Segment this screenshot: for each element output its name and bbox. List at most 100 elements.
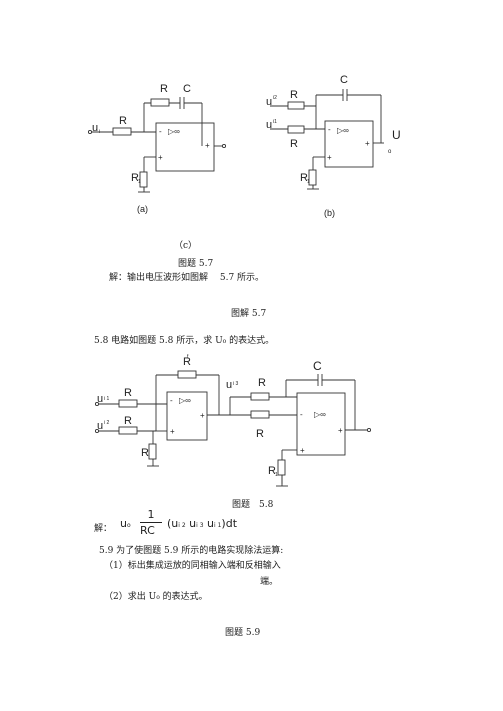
circuit-b-resistor-ground xyxy=(308,169,317,186)
circuit-b-label-u-out-sub: o xyxy=(388,149,392,155)
circuit-b-plus-out: + xyxy=(365,139,370,148)
circuit-58-output xyxy=(366,427,372,433)
circuit-a-caption: (a) xyxy=(137,204,148,214)
circuit-58-label-rf: R xyxy=(183,356,191,368)
solution-fraction-bar xyxy=(140,522,162,523)
circuit-58-plus-2: + xyxy=(300,446,305,455)
solution-denominator: RC xyxy=(140,524,155,537)
circuit-58-label-u2: u xyxy=(97,420,103,432)
fig-title-57: 图题 5.7 xyxy=(178,259,214,269)
circuit-b-label-u2: u xyxy=(266,96,272,108)
circuit-b-resistor-top xyxy=(287,101,305,110)
solution-expr-mid1: u xyxy=(185,517,197,530)
circuit-b-plus: + xyxy=(327,153,332,162)
circuit-58-capacitor xyxy=(317,374,323,386)
circuit-b-opamp-symbol: ▷∞ xyxy=(337,126,349,135)
solution-u: uo xyxy=(120,517,131,530)
circuit-b-minus: - xyxy=(328,125,331,134)
circuit-b-label-u-out: U xyxy=(392,128,401,142)
circuit-58-label-u1: u xyxy=(97,393,103,405)
circuit-58-label-r6: R xyxy=(268,465,276,477)
circuit-b-caption: (b) xyxy=(324,208,335,218)
circuit-58-minus-2: - xyxy=(300,410,303,419)
circuit-a-output-terminal xyxy=(221,143,227,149)
fig-title-58: 图题 5.8 xyxy=(232,500,274,510)
circuit-58-resistor-3 xyxy=(250,392,270,401)
circuit-a-wires xyxy=(92,102,222,193)
circuit-b-label-r-top: R xyxy=(290,89,298,101)
solution-u-letter: u xyxy=(120,517,127,530)
circuit-a-label-u-in: u xyxy=(92,122,98,134)
problem-59-part2-sub: o xyxy=(156,594,160,601)
circuit-a-label-r-ground-sub: 1 xyxy=(138,179,141,185)
circuit-a-minus: - xyxy=(159,127,162,136)
circuit-58-label-c: C xyxy=(313,359,322,373)
circuit-58-label-rf-sub: f xyxy=(187,354,189,360)
circuit-b-label-r-mid: R xyxy=(290,138,298,150)
circuit-b-label-u1: u xyxy=(266,119,272,131)
circuit-58-resistor-5 xyxy=(148,443,157,460)
circuit-a-label-r-in: R xyxy=(119,115,127,127)
problem-59-part2-text: （2）求出 U xyxy=(104,592,157,602)
circuit-b-resistor-mid xyxy=(287,125,305,134)
circuit-a-resistor-ground xyxy=(139,171,148,188)
solution-expression: (ui 2 ui 3 ui 1)dt xyxy=(167,517,237,530)
solution-u-sub: o xyxy=(126,522,131,529)
circuit-58-label-r2: R xyxy=(124,415,132,427)
circuit-58-label-r5: R xyxy=(256,428,264,440)
problem-59-part1: （1）标出集成运放的同相输入端和反相输入 xyxy=(104,561,281,571)
circuit-58-resistor-2 xyxy=(118,426,138,435)
circuit-58-resistor-6 xyxy=(277,459,286,476)
circuit-58-label-u3: u xyxy=(226,379,232,391)
circuit-a-input-terminal xyxy=(87,129,93,135)
circuit-58-opamp2-symbol: ▷∞ xyxy=(314,410,326,419)
circuit-a-capacitor xyxy=(179,97,185,109)
problem-59-part1-end: 端。 xyxy=(260,577,279,587)
circuit-58-opamp1-symbol: ▷∞ xyxy=(179,396,191,405)
answer-57: 解：输出电压波形如图解 5.7 所示。 xyxy=(109,273,265,283)
solution-numerator: 1 xyxy=(147,508,155,521)
circuit-58-input-1 xyxy=(94,401,100,407)
problem-58-text: 5.8 电路如图题 5.8 所示，求 U xyxy=(94,336,223,346)
ground-symbols xyxy=(143,185,314,486)
circuit-58-resistor-4 xyxy=(250,410,270,419)
circuit-58-input-2 xyxy=(94,428,100,434)
circuit-58-minus-1: - xyxy=(170,396,173,405)
solution-expr-mid2: u xyxy=(203,517,215,530)
circuit-a-label-u-in-sub: i xyxy=(99,129,100,135)
circuit-58-plus-out-2: + xyxy=(338,426,343,435)
fig-solution-57: 图解 5.7 xyxy=(231,309,267,319)
problem-59-part2: （2）求出 Uo 的表达式。 xyxy=(104,589,208,602)
circuit-b-label-u1-sub: i1 xyxy=(273,119,277,125)
circuit-58-plus-1: + xyxy=(170,427,175,436)
solution-expr-end: )dt xyxy=(221,517,238,530)
circuit-b-wires xyxy=(270,94,384,190)
circuit-58-label-u2-sub: i 2 xyxy=(104,420,110,426)
circuit-b-label-c: C xyxy=(340,74,348,86)
circuit-b-label-r-ground-sub: 1 xyxy=(307,179,310,185)
solution-expr-sub2: i 3 xyxy=(196,522,204,529)
problem-59-part2-end: 的表达式。 xyxy=(159,592,208,602)
circuit-58-resistor-f xyxy=(177,370,197,379)
circuit-58-label-r6-sub: 1 xyxy=(275,472,278,478)
circuit-a-plus-out: + xyxy=(205,141,210,150)
circuit-58-label-u1-sub: i 1 xyxy=(104,396,110,402)
circuit-58-wires xyxy=(99,374,367,487)
circuit-b-label-u2-sub: i2 xyxy=(273,95,277,101)
problem-58-end: 的表达式。 xyxy=(226,336,275,346)
problem-58: 5.8 电路如图题 5.8 所示，求 Uo 的表达式。 xyxy=(94,333,274,346)
circuit-58-label-r3: R xyxy=(141,447,149,459)
circuit-a-resistor-in xyxy=(112,127,132,136)
circuit-a-label-r-top: R xyxy=(160,83,168,95)
solution-expr-sub1: i 2 xyxy=(178,522,186,529)
circuit-b-capacitor xyxy=(342,89,348,101)
circuit-58-plus-out-1: + xyxy=(200,411,205,420)
circuit-a-label-c: C xyxy=(183,83,191,95)
circuit-a-label-r-ground: R xyxy=(131,172,139,184)
circuit-58-resistor-1 xyxy=(118,399,138,408)
solution-expr-sub3: i 1 xyxy=(214,522,222,529)
solution-expr-open: (u xyxy=(167,517,179,530)
problem-59: 5.9 为了使图题 5.9 所示的电路实现除法运算: xyxy=(99,546,284,556)
circuit-b-label-r-ground: R xyxy=(300,172,308,184)
